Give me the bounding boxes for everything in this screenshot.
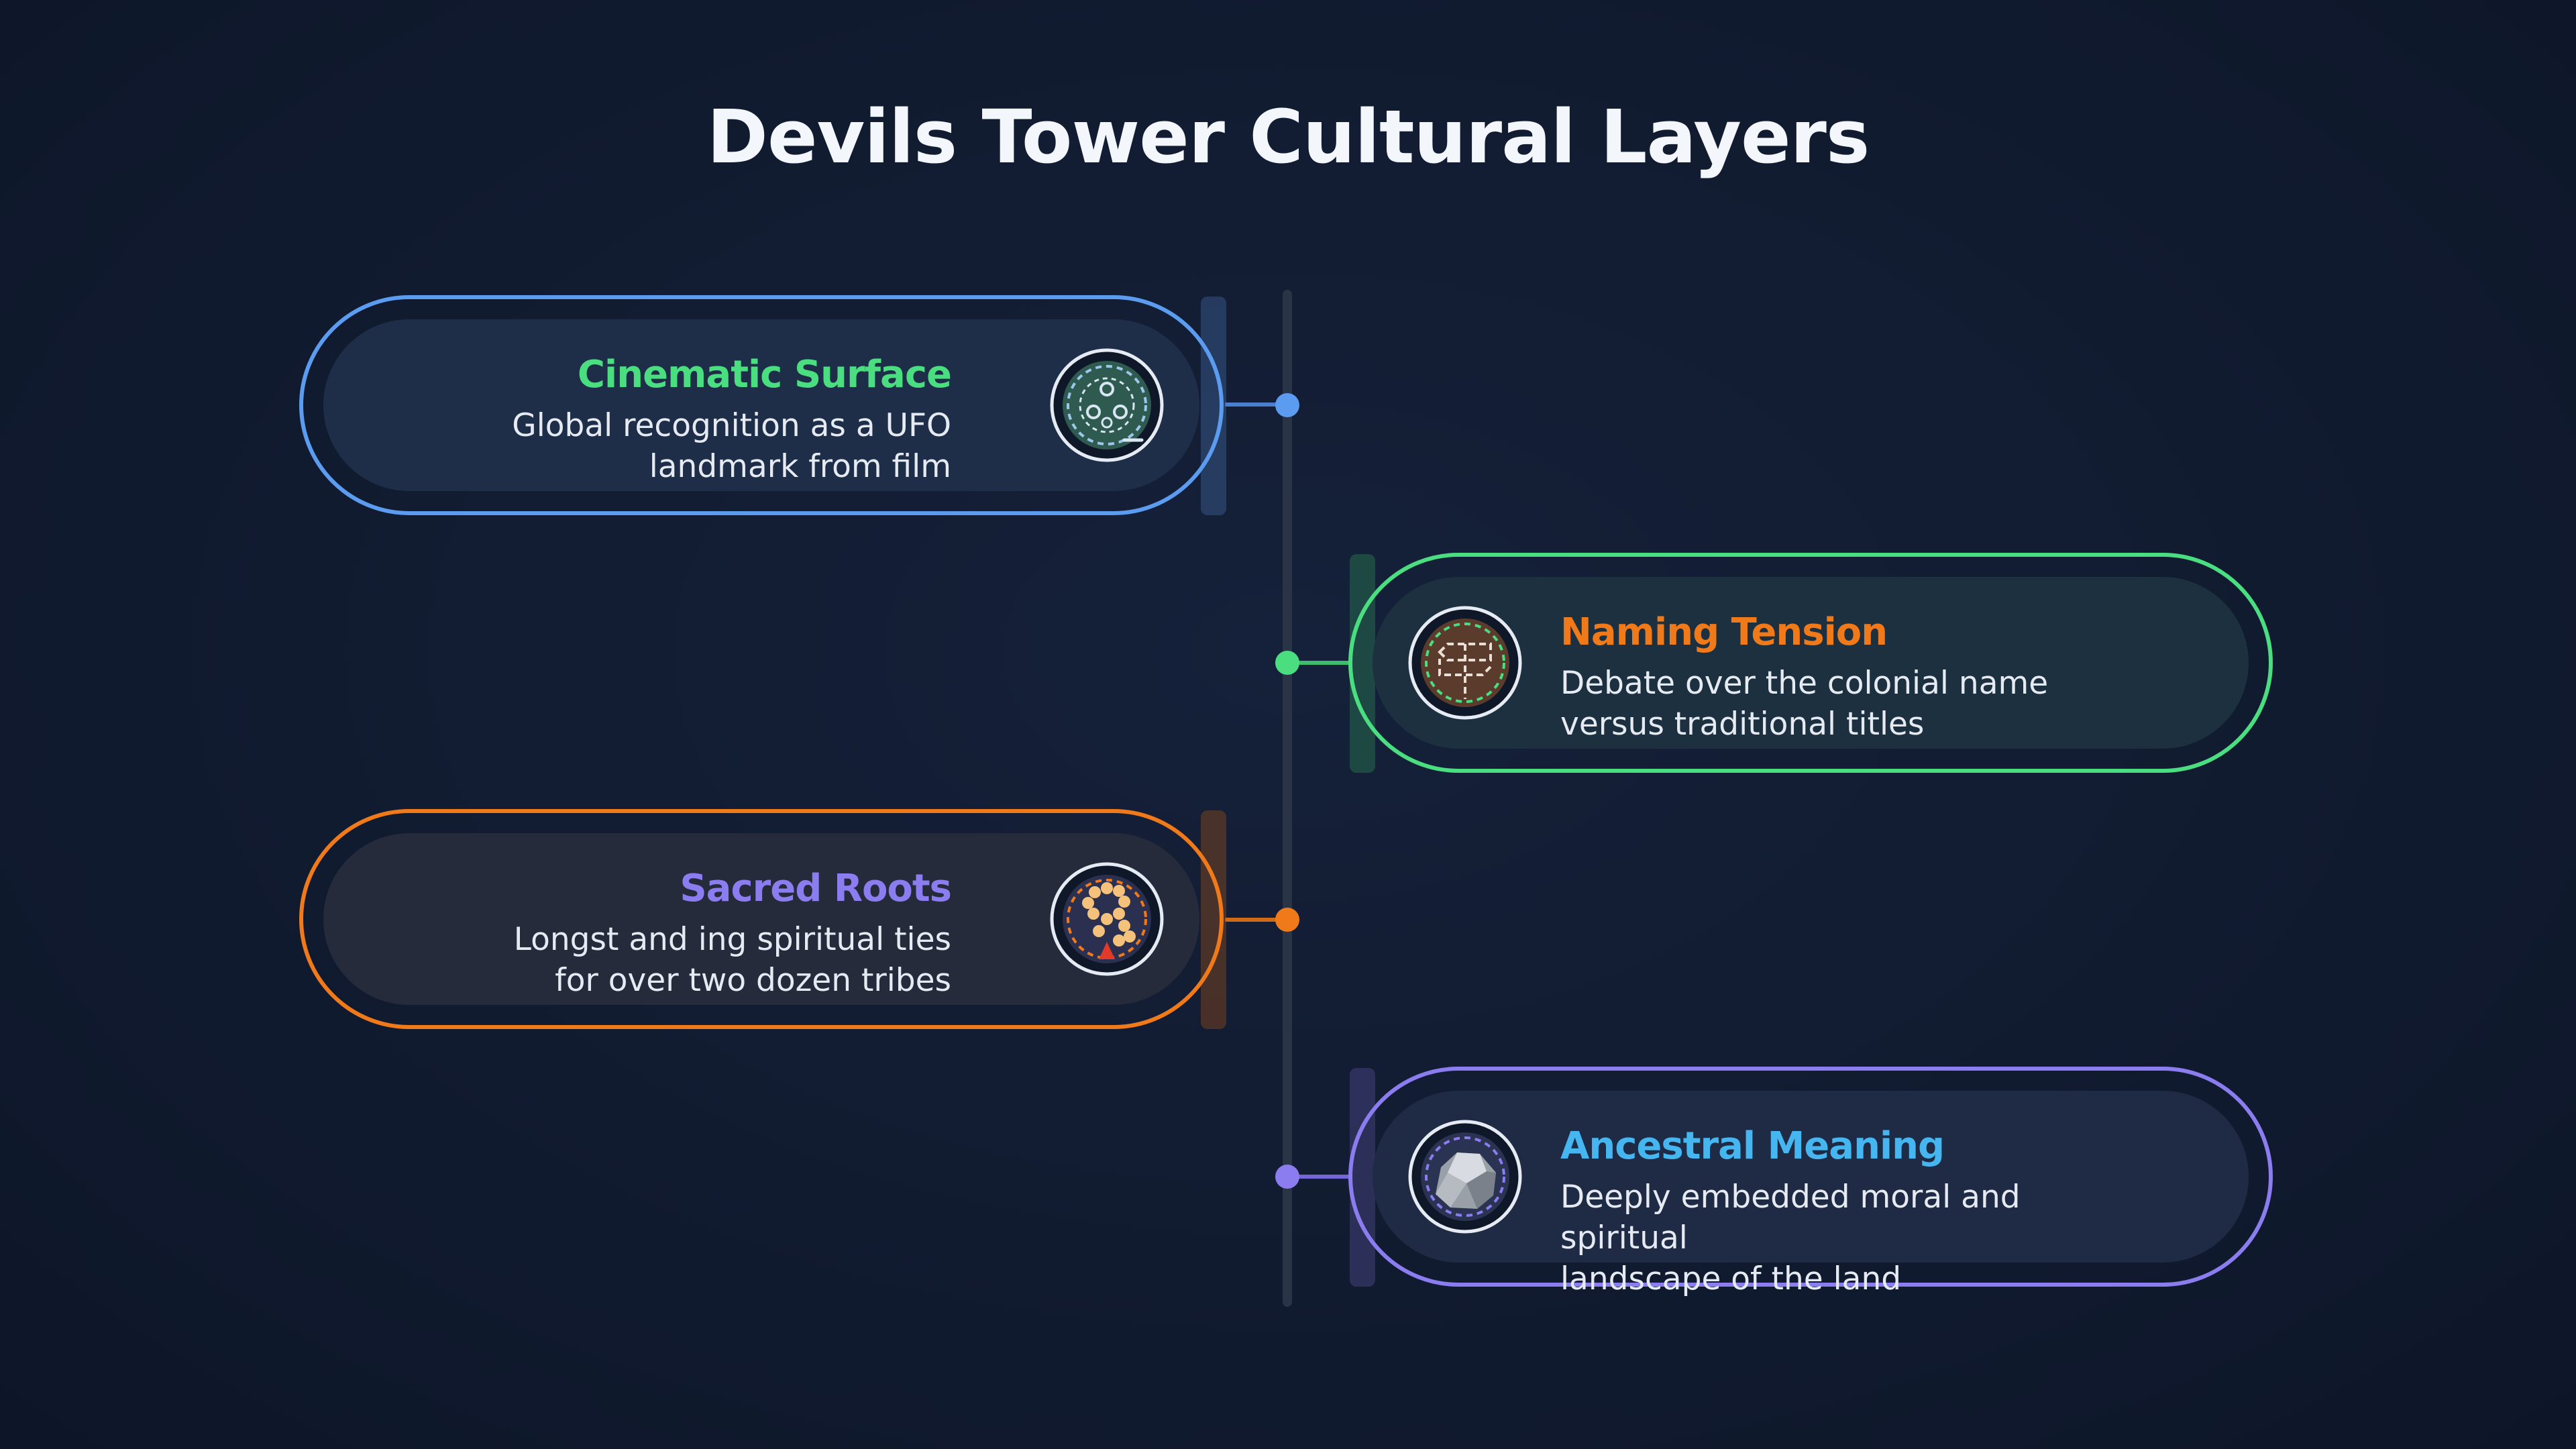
connector-2 [1287,661,1349,665]
card-heading: Cinematic Surface [577,353,952,396]
card-description-line: versus traditional titles [1560,706,1925,743]
timeline-dot-1 [1275,393,1299,417]
card-naming-tension: Naming Tension Debate over the colonial … [1348,553,2273,773]
timeline-dot-4 [1275,1165,1299,1189]
card-text: Ancestral Meaning Deeply embedded moral … [1560,1123,2137,1299]
card-description-line: Global recognition as a UFO [512,407,951,444]
card-text: Sacred Roots Longst and ing spiritual ti… [374,865,952,1001]
card-description-line: Deeply embedded moral and spiritual [1560,1179,2021,1256]
card-description-line: Longst and ing spiritual ties [513,921,951,958]
card-ancestral-meaning: Ancestral Meaning Deeply embedded moral … [1348,1067,2273,1297]
connector-3 [1225,918,1287,922]
timeline-line [1283,290,1292,1307]
card-description-line: landmark from film [649,448,951,485]
page-title: Devils Tower Cultural Layers [706,94,1870,180]
card-heading: Sacred Roots [680,867,952,910]
card-text: Naming Tension Debate over the colonial … [1560,609,2137,745]
connector-4 [1287,1175,1349,1179]
card-sacred-roots: Sacred Roots Longst and ing spiritual ti… [299,809,1224,1029]
card-heading: Ancestral Meaning [1560,1124,1945,1168]
prayer-beads-icon [1050,862,1164,976]
stone-icon [1408,1120,1522,1234]
card-cinematic-surface: Cinematic Surface Global recognition as … [299,295,1224,515]
connector-1 [1225,402,1287,407]
card-description-line: for over two dozen tribes [555,962,951,999]
timeline-dot-2 [1275,651,1299,675]
card-text: Cinematic Surface Global recognition as … [374,352,952,487]
film-reel-icon [1050,348,1164,462]
card-description-line: landscape of the land [1560,1260,1902,1297]
card-description-line: Debate over the colonial name [1560,665,2049,702]
timeline-dot-3 [1275,908,1299,932]
card-heading: Naming Tension [1560,610,1888,654]
signpost-icon [1408,606,1522,720]
